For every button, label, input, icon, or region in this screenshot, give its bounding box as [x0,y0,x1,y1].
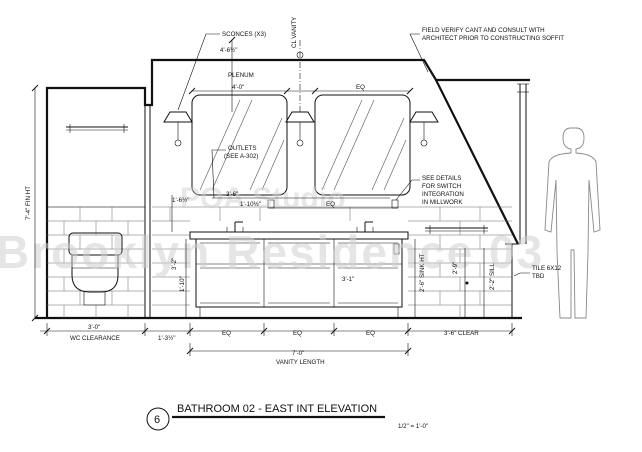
dimension-lines [31,36,516,356]
dim-eq-2: EQ [293,330,302,337]
faucet-icon [226,221,244,232]
dim-1-3: 1'-3½" [158,335,175,342]
dim-2-9: 2'-9" [452,262,459,274]
sconce-icon [285,111,315,147]
title-block: 6 BATHROOM 02 - EAST INT ELEVATION 1/2" … [146,403,428,431]
vanity-length-label: VANITY LENGTH [276,359,325,366]
sconce-icon [163,111,193,147]
watermark-line2: Brooklyn Residence 03 [0,226,544,278]
dim-sill: 2'-2" SILL [489,263,496,290]
dim-fin-ht: 7'-4" FIN HT [25,186,32,220]
towel-bar-icon [425,225,488,234]
field-verify-note-2: ARCHITECT PRIOR TO CONSTRUCTING SOFFIT [422,35,564,42]
dim-wc: 3'-0" [88,324,100,331]
mirror-left [191,94,288,196]
watermark-line1: POA Studio [180,182,346,215]
toilet-icon [68,232,123,306]
plenum-label: PLENUM [228,72,254,79]
dim-1-6: 1'-6½" [172,197,189,204]
tile-note-1: TILE 6X12 [532,265,562,272]
field-verify-note-1: FIELD VERIFY CANT AND CONSULT WITH [422,27,545,34]
tile-note-2: TBD [532,273,545,280]
drawing-scale: 1/2" = 1'-0" [398,423,428,430]
dim-eq-1: EQ [222,330,231,337]
dim-sink-ht: 2'-6" SINK HT [419,253,426,292]
dim-3-2: 3'-2" [171,258,178,270]
cl-vanity-label: CL VANITY [291,17,298,48]
details-note-4: IN MILLWORK [422,199,463,206]
sconces-note: SCONCES (X3) [222,31,266,38]
person-figure-icon [544,127,601,319]
dim-3-6: 3'-6" [226,191,238,198]
dim-4-6: 4'-6½" [220,47,237,54]
dim-eq-3: EQ [366,330,375,337]
leader-lines [177,33,530,277]
details-note-2: FOR SWITCH [422,183,461,190]
outlets-note-1: OUTLETS [228,145,257,152]
tile-wainscot [46,206,512,319]
details-note-1: SEE DETAILS [422,175,461,182]
dim-eq-mirror: EQ [356,84,365,91]
drawing-title: BATHROOM 02 - EAST INT ELEVATION [177,403,377,415]
sconce-icon [409,111,439,147]
dim-10: 1'-10½" [240,201,261,208]
dim-3-1: 3'-1" [342,276,354,283]
dim-4-0: 4'-0" [232,84,244,91]
wc-clearance-label: WC CLEARANCE [70,335,120,342]
vanity-cabinet [189,231,409,318]
towel-bar-icon [66,124,128,133]
drawing-number: 6 [154,414,160,426]
outlets-note-2: (SEE A-302) [224,153,258,160]
dim-1-10: 1'-10" [179,276,186,292]
dim-vanity-length: 7'-0" [292,350,304,357]
dim-eq-counter: EQ [326,201,335,208]
faucet-icon [356,221,374,232]
dim-clear: 3'-6" CLEAR [444,330,479,337]
details-note-3: INTEGRATION [422,191,464,198]
mirror-right [314,94,411,196]
